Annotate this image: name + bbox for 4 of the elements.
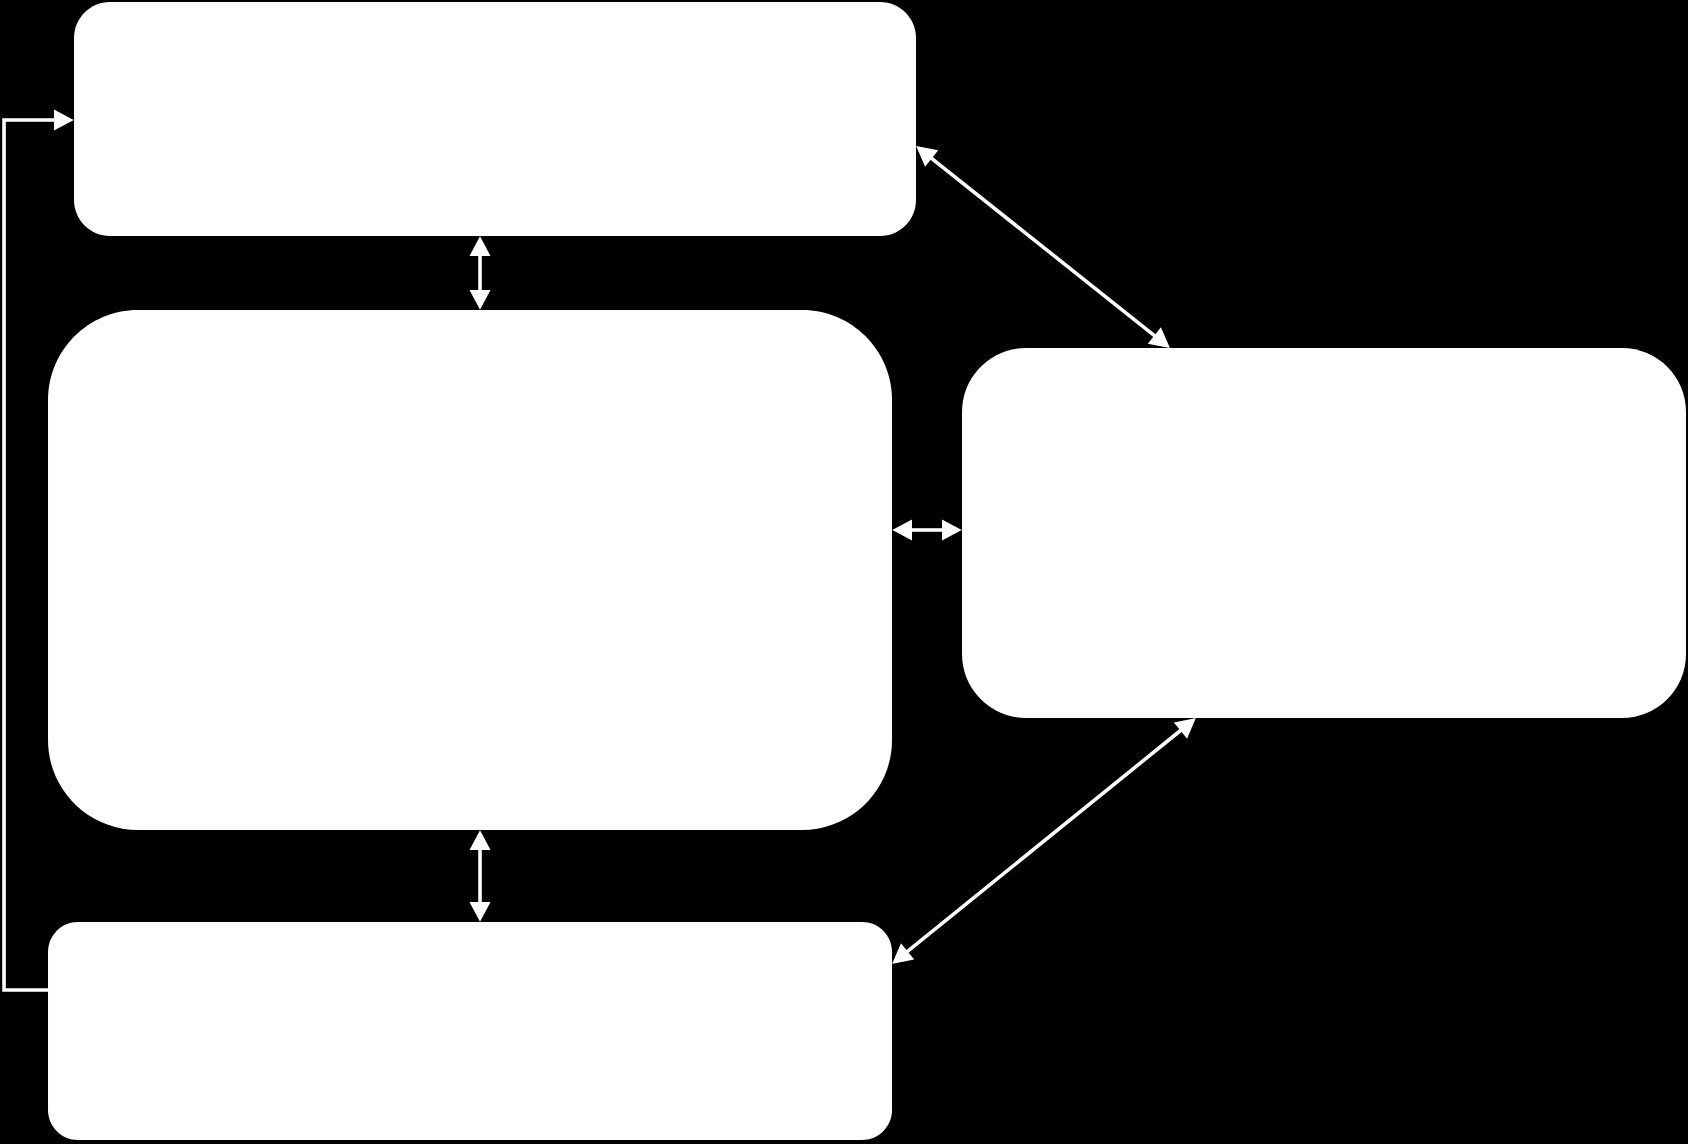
rounded-box xyxy=(74,2,916,236)
rounded-box xyxy=(48,922,892,1140)
rounded-box xyxy=(48,310,892,830)
rounded-box xyxy=(962,348,1686,718)
